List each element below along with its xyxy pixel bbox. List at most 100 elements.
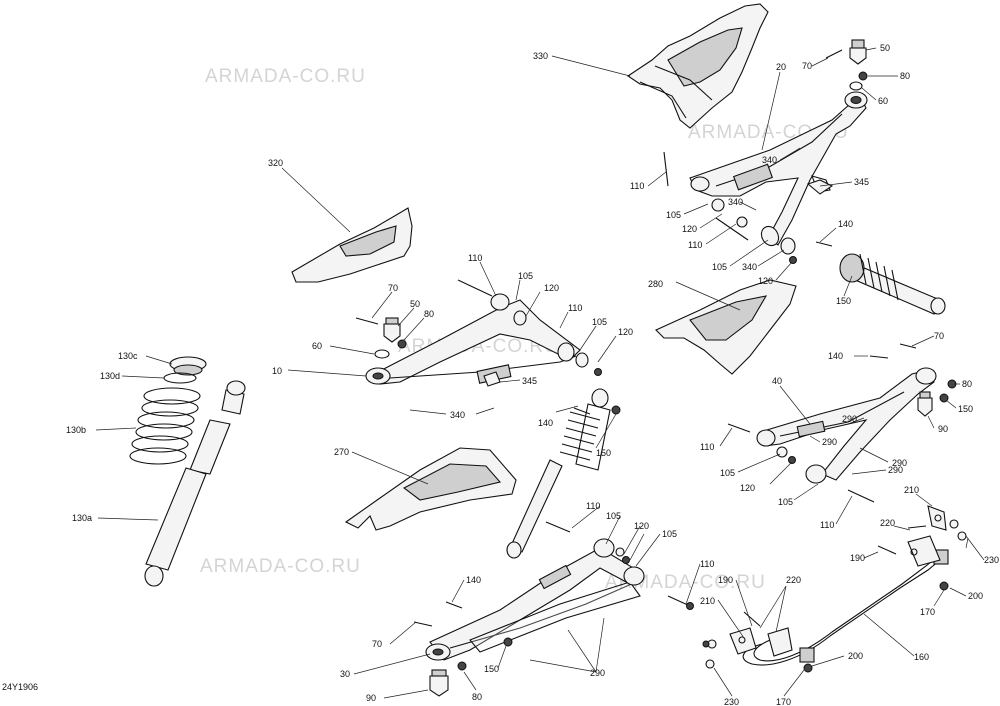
clip-345-top bbox=[806, 179, 834, 195]
callout-290-bottom: 290 bbox=[590, 668, 605, 678]
bolt-140-right bbox=[869, 355, 889, 359]
link-210-top bbox=[927, 505, 947, 531]
bolt-70-right bbox=[899, 343, 917, 349]
callout-210-bottom: 210 bbox=[700, 596, 715, 606]
callout-80-mid: 80 bbox=[424, 309, 434, 319]
nut-120-right bbox=[788, 456, 796, 464]
callout-140-top: 140 bbox=[838, 219, 853, 229]
ring-60-mid bbox=[374, 349, 390, 359]
callout-320: 320 bbox=[268, 158, 283, 168]
callout-200-bottom: 200 bbox=[848, 651, 863, 661]
callout-10: 10 bbox=[272, 366, 282, 376]
callout-290-right: 290 bbox=[842, 414, 857, 424]
callout-70-right: 70 bbox=[934, 331, 944, 341]
callout-210-top: 210 bbox=[904, 485, 919, 495]
balljoint-50-top bbox=[849, 39, 867, 65]
callout-150-bottom: 150 bbox=[484, 664, 499, 674]
lower-a-arm-40 bbox=[756, 367, 937, 484]
bolt-70-mid bbox=[355, 317, 379, 325]
bolt-140-mid bbox=[573, 407, 591, 415]
callout-50-top: 50 bbox=[880, 43, 890, 53]
lower-a-arm-30 bbox=[425, 538, 645, 661]
nut-80-mid bbox=[397, 339, 407, 349]
callout-150-top: 150 bbox=[836, 296, 851, 306]
callout-110-bottom2: 110 bbox=[700, 559, 714, 569]
callout-120-mid2: 120 bbox=[618, 327, 633, 337]
link-220-bottom bbox=[767, 627, 793, 657]
callout-20: 20 bbox=[776, 62, 786, 72]
bolt-110-top2 bbox=[715, 217, 749, 241]
nut-150-bottom bbox=[503, 637, 513, 647]
callout-190-bottom: 190 bbox=[718, 575, 733, 585]
callout-340-mid: 340 bbox=[450, 410, 465, 420]
callout-220-top: 220 bbox=[880, 518, 895, 528]
callout-80-top: 80 bbox=[900, 71, 910, 81]
bolt-70-bottom bbox=[413, 621, 433, 627]
callout-140-bottom: 140 bbox=[466, 575, 481, 585]
callout-290-right2: 290 bbox=[822, 437, 837, 447]
protector-320 bbox=[291, 207, 413, 283]
callout-345-mid: 345 bbox=[522, 376, 537, 386]
callout-30: 30 bbox=[340, 669, 350, 679]
callout-105-bottom2: 105 bbox=[662, 529, 677, 539]
callout-70-mid: 70 bbox=[388, 283, 398, 293]
bushing-105-bottom bbox=[615, 547, 625, 557]
callout-80-bottom: 80 bbox=[472, 692, 482, 702]
callout-130c: 130c bbox=[118, 351, 138, 361]
protector-330 bbox=[627, 3, 769, 129]
callout-60-mid: 60 bbox=[312, 341, 322, 351]
callout-105-top2: 105 bbox=[712, 262, 727, 272]
callout-120-right: 120 bbox=[740, 483, 755, 493]
upper-a-arm-20 bbox=[689, 91, 868, 255]
bushing-105-right bbox=[776, 446, 788, 458]
shock-body-130a bbox=[144, 380, 246, 587]
callout-40: 40 bbox=[772, 376, 782, 386]
nut-120-mid bbox=[594, 368, 602, 376]
callout-110-top: 110 bbox=[630, 181, 644, 191]
bolt-220-pin bbox=[907, 525, 927, 529]
callout-270: 270 bbox=[334, 447, 349, 457]
link-210-bottom bbox=[729, 627, 757, 655]
protector-280 bbox=[655, 279, 797, 375]
callout-150-mid: 150 bbox=[596, 448, 611, 458]
bolt-110-bottom2 bbox=[667, 595, 691, 607]
callout-110-bottom: 110 bbox=[586, 501, 600, 511]
callout-105-mid: 105 bbox=[518, 271, 533, 281]
shock-absorber-150-mid bbox=[506, 388, 611, 559]
nut-80-top bbox=[858, 71, 868, 81]
balljoint-90-bottom bbox=[429, 669, 449, 697]
callout-160: 160 bbox=[914, 652, 929, 662]
callout-105-bottom: 105 bbox=[606, 511, 621, 521]
callout-290-right4: 290 bbox=[888, 465, 903, 475]
bolt-110-right bbox=[727, 423, 751, 433]
callout-120-top2: 120 bbox=[758, 276, 773, 286]
nut-110-bottom bbox=[686, 602, 694, 610]
callout-130a: 130a bbox=[72, 513, 92, 523]
callout-110-right2: 110 bbox=[820, 520, 834, 530]
callout-110-right: 110 bbox=[700, 442, 714, 452]
callout-110-mid2: 110 bbox=[568, 303, 582, 313]
callout-110-top2: 110 bbox=[688, 240, 702, 250]
clip-290-bottom bbox=[702, 640, 710, 648]
bolt-140-top bbox=[815, 241, 833, 247]
bolt-140-bottom bbox=[445, 601, 463, 609]
diagram-reference-code: 24Y1906 bbox=[2, 682, 38, 692]
callout-130d: 130d bbox=[100, 371, 120, 381]
callout-50-mid: 50 bbox=[410, 299, 420, 309]
callout-90-bottom: 90 bbox=[366, 693, 376, 703]
callout-labels: 330 20 50 70 80 60 340 345 110 105 340 1… bbox=[66, 43, 999, 706]
callout-105-right2: 105 bbox=[778, 497, 793, 507]
callout-230-top: 230 bbox=[984, 555, 999, 565]
callout-150-right: 150 bbox=[958, 404, 973, 414]
callout-170-top: 170 bbox=[920, 607, 935, 617]
ring-60-top bbox=[849, 81, 863, 91]
bushing-230-bot-b bbox=[705, 659, 715, 669]
callout-105-top: 105 bbox=[666, 210, 681, 220]
callout-105-right: 105 bbox=[720, 468, 735, 478]
bushing-105-mid bbox=[575, 352, 589, 368]
callout-90-right: 90 bbox=[938, 424, 948, 434]
bolt-110-right2 bbox=[847, 489, 875, 503]
callout-140-right: 140 bbox=[828, 351, 843, 361]
callout-290-right3: 290 bbox=[892, 458, 907, 468]
